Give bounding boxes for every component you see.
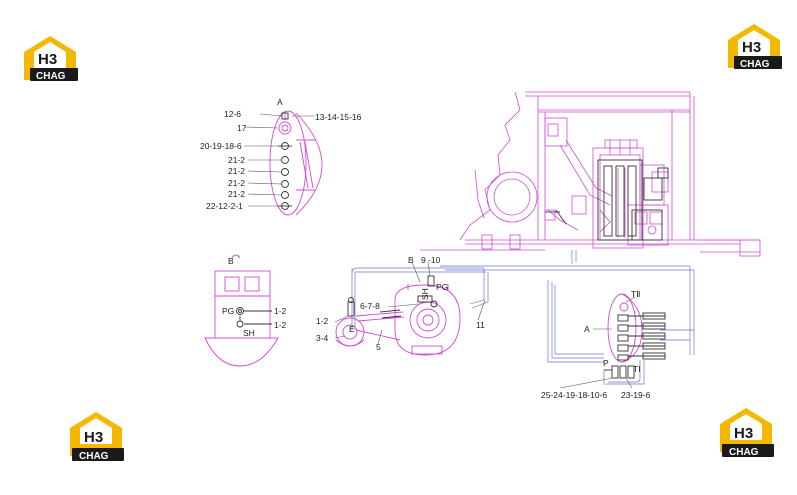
label-b-sh: SH (243, 328, 255, 338)
label-r-a: A (584, 324, 590, 334)
labels: A 12-6 17 13-14-15-16 20-19-18-6 21-2 21… (200, 97, 651, 400)
logo-brand: CHAG (729, 447, 759, 458)
label-22-1: 22-12-2-1 (206, 201, 243, 211)
label-view-b: B (228, 256, 234, 266)
label-b-pg: PG (222, 306, 234, 316)
label-m-sh: SH (420, 288, 430, 300)
label-t1: TⅠ (633, 364, 641, 374)
label-13-16: 13-14-15-16 (315, 112, 362, 122)
label-m-pg: PG (436, 282, 448, 292)
label-3-4: 3-4 (316, 333, 329, 343)
label-9-10: 9 -10 (421, 255, 441, 265)
label-17: 17 (237, 123, 247, 133)
logo-mark: H3 (734, 425, 753, 442)
logo-mark: H3 (742, 39, 761, 56)
brand-logo-top-right: H3 CHAG (728, 24, 782, 70)
label-m-e: E (349, 324, 355, 334)
valve-block-a (607, 293, 643, 363)
label-5: 5 (376, 342, 381, 352)
center-leaders (334, 261, 486, 345)
brand-logo-bottom-right: H3 CHAG (720, 408, 774, 458)
brand-logo-top-left: H3 CHAG (24, 36, 78, 82)
label-m-b: B (408, 255, 414, 265)
logo-mark: H3 (38, 51, 57, 68)
label-20-6: 20-19-18-6 (200, 141, 242, 151)
label-6-7-8: 6-7-8 (360, 301, 380, 311)
label-12-6: 12-6 (224, 109, 241, 119)
label-b-1-2-b: 1-2 (274, 320, 287, 330)
detail-view-b-ports (236, 307, 272, 328)
detail-view-a (269, 110, 323, 216)
label-23-6: 23-19-6 (621, 390, 651, 400)
central-motor-unit (335, 284, 461, 356)
label-m-1-2: 1-2 (316, 316, 329, 326)
label-view-a-top: A (277, 97, 283, 107)
central-motor-fittings (347, 275, 438, 319)
detail-view-a-leaders (244, 113, 314, 207)
logo-mark: H3 (84, 429, 103, 446)
label-21-c: 21-2 (228, 178, 245, 188)
brand-logo-bottom-left: H3 CHAG (70, 412, 124, 462)
machine-outline (420, 91, 761, 257)
label-21-a: 21-2 (228, 155, 245, 165)
label-11: 11 (476, 320, 485, 330)
logo-brand: CHAG (79, 451, 109, 462)
detail-view-b (204, 254, 279, 367)
label-b-1-2-a: 1-2 (274, 306, 287, 316)
label-t2: TⅡ (631, 289, 640, 299)
label-p: P (603, 358, 609, 368)
logo-brand: CHAG (36, 71, 66, 82)
label-21-b: 21-2 (228, 166, 245, 176)
logo-brand: CHAG (740, 59, 770, 70)
valve-block-a-spools (604, 312, 666, 379)
valve-block-a-leaders (559, 296, 636, 389)
label-25-6: 25-24-19-18-10-6 (541, 390, 607, 400)
label-21-d: 21-2 (228, 189, 245, 199)
hose-routes (351, 250, 695, 385)
machine-details (545, 159, 669, 241)
